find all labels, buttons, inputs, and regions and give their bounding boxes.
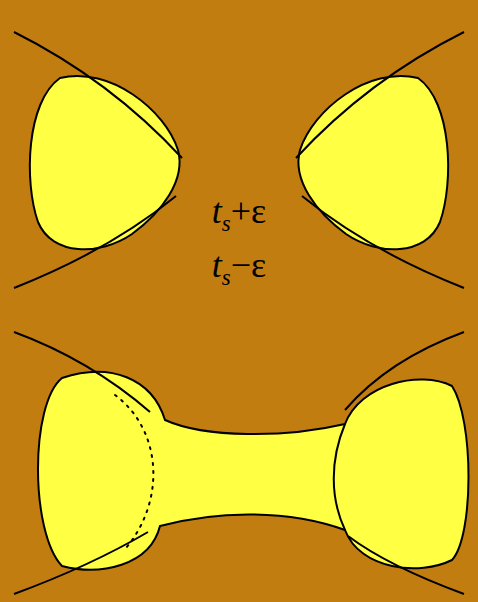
hyperbola-curve (14, 532, 148, 594)
hyperbola-curve (345, 332, 464, 410)
offset-term: −ε (231, 244, 266, 286)
offset-term: +ε (231, 190, 266, 232)
left-blob (30, 76, 180, 249)
hyperbola-curve (302, 196, 464, 288)
time-symbol: t (212, 244, 222, 286)
subscript-letter: s (222, 211, 231, 237)
time-label: ts−ε (212, 244, 266, 286)
boundary-curve (334, 424, 345, 530)
hyperbola-curve (348, 536, 464, 594)
subscript-letter: s (222, 265, 231, 291)
time-label: ts+ε (212, 190, 266, 232)
right-blob (298, 76, 448, 249)
hyperbola-curve (14, 196, 176, 288)
dotted-slice (115, 395, 153, 548)
hyperbola-curve (14, 332, 150, 412)
time-symbol: t (212, 190, 222, 232)
joined-blob (38, 372, 469, 570)
hyperbola-curve (296, 32, 464, 158)
hyperbola-curve (14, 32, 182, 158)
